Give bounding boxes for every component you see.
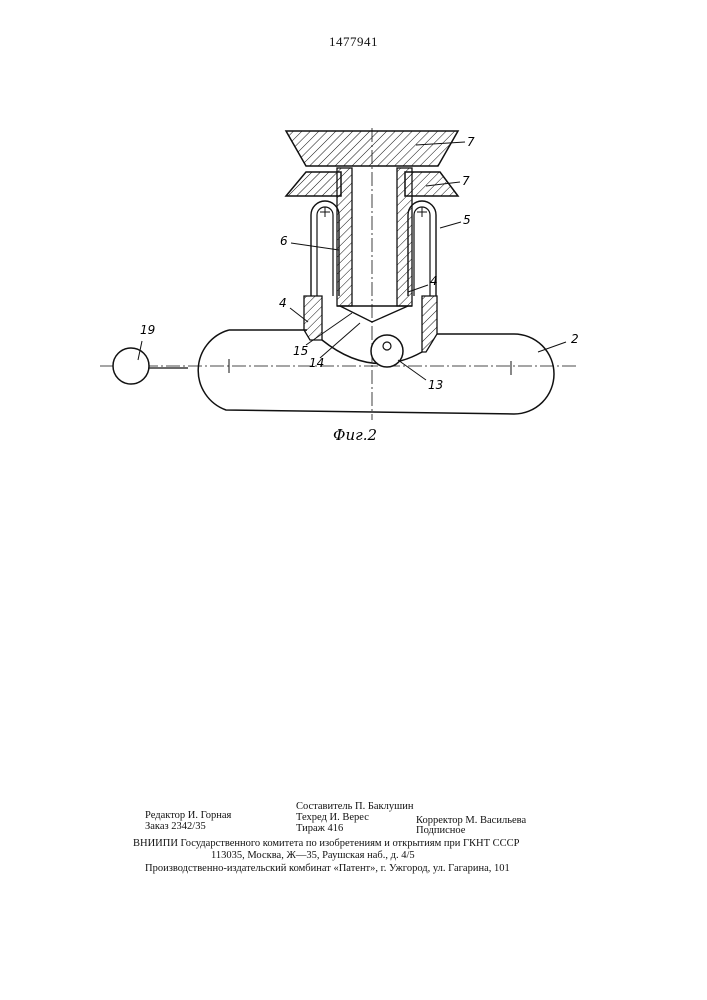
spring-left-inner (317, 207, 333, 296)
bracket-right (422, 296, 437, 352)
imprint-institute: ВНИИПИ Государственного комитета по изоб… (133, 838, 520, 850)
label-13: 13 (428, 378, 443, 392)
label-4-left: 4 (279, 296, 287, 310)
imprint-circulation: Тираж 416 (296, 823, 343, 835)
label-2: 2 (571, 332, 579, 346)
body-markers (229, 359, 511, 375)
label-19: 19 (140, 323, 155, 337)
label-4-right: 4 (430, 274, 438, 288)
imprint-subscription: Подписное (416, 825, 465, 837)
imprint-order: Заказ 2342/35 (145, 821, 206, 833)
label-7-second: 7 (462, 174, 470, 188)
label-5: 5 (463, 213, 471, 227)
lower-plate-right (405, 172, 458, 196)
figure-caption: Фиг.2 (333, 426, 377, 444)
bracket-left (304, 296, 322, 340)
spring-right-inner (414, 207, 430, 296)
imprint-address: 113035, Москва, Ж—35, Раушская наб., д. … (211, 850, 415, 862)
ball (113, 348, 149, 384)
label-15: 15 (293, 344, 308, 358)
imprint-publisher: Производственно-издательский комбинат «П… (145, 863, 510, 875)
roller (371, 335, 403, 367)
label-6: 6 (280, 234, 288, 248)
upper-plate (286, 131, 458, 166)
tube-wall-right (397, 168, 412, 306)
label-14: 14 (309, 356, 324, 370)
lower-plate-left (286, 172, 341, 196)
label-7-top: 7 (467, 135, 475, 149)
